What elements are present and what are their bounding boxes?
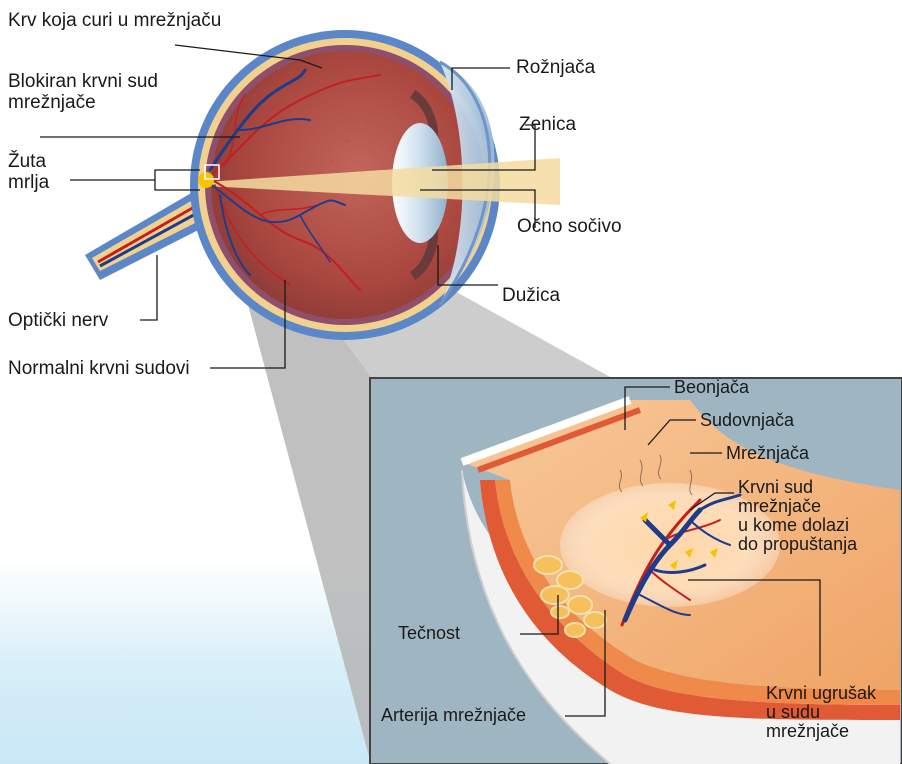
label-clot-line3: mrežnjače	[766, 722, 876, 741]
label-cornea: Rožnjača	[516, 57, 595, 78]
label-macula-line1: Žuta	[8, 151, 49, 172]
label-leaking-line2: mrežnjače	[738, 497, 857, 516]
label-blood-clot: Krvni ugrušak u sudu mrežnjače	[766, 684, 876, 741]
label-clot-line1: Krvni ugrušak	[766, 684, 876, 703]
label-leaking-retinal-vessel: Krvni sud mrežnjače u kome dolazi do pro…	[738, 478, 857, 554]
label-lens: Očno sočivo	[517, 216, 622, 237]
label-fluid: Tečnost	[398, 624, 460, 643]
label-choroid: Sudovnjača	[700, 411, 794, 430]
macula	[198, 172, 214, 188]
leader-zuta	[70, 170, 200, 190]
leader-opticki	[140, 255, 157, 320]
label-optic-nerve: Optički nerv	[8, 310, 108, 331]
label-blocked-line1: Blokiran krvni sud	[8, 71, 158, 92]
label-blocked-retinal-vessel: Blokiran krvni sud mrežnjače	[8, 71, 158, 113]
label-sclera: Beonjača	[674, 378, 749, 397]
label-iris: Dužica	[502, 285, 560, 306]
label-normal-blood-vessels: Normalni krvni sudovi	[8, 358, 190, 379]
label-retinal-artery: Arterija mrežnjače	[381, 706, 526, 725]
label-pupil: Zenica	[519, 114, 576, 135]
label-leaking-line4: do propuštanja	[738, 535, 857, 554]
label-blood-leaking-into-retina: Krv koja curi u mrežnjaču	[8, 10, 221, 31]
label-clot-line2: u sudu	[766, 703, 876, 722]
label-retina: Mrežnjača	[726, 444, 809, 463]
label-macula: Žuta mrlja	[8, 151, 49, 193]
label-leaking-line3: u kome dolazi	[738, 516, 857, 535]
label-leaking-line1: Krvni sud	[738, 478, 857, 497]
label-blocked-line2: mrežnjače	[8, 92, 158, 113]
label-macula-line2: mrlja	[8, 172, 49, 193]
